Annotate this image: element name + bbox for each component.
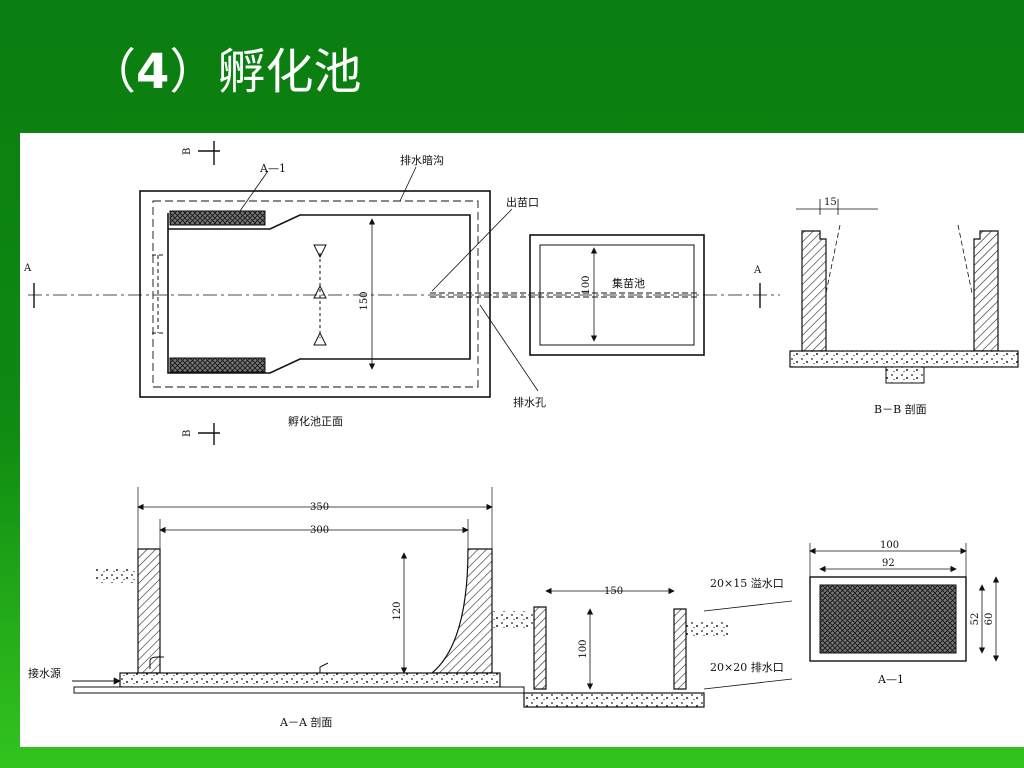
diagram-canvas: A—1 排水暗沟 出苗口 集苗池 排水孔 孵化池正面 150 100 A A B… <box>20 133 1024 747</box>
label-a1-top: A—1 <box>259 162 286 175</box>
label-section-aa: A－A 剖面 <box>279 715 332 729</box>
label-section-bb: B－B 剖面 <box>874 402 927 416</box>
dim-92: 92 <box>882 558 895 569</box>
dim-60: 60 <box>984 613 995 626</box>
plan-view <box>28 141 780 445</box>
marker-b-top: B <box>182 148 193 155</box>
dim-15: 15 <box>824 197 837 208</box>
engineering-drawing: A—1 排水暗沟 出苗口 集苗池 排水孔 孵化池正面 150 100 A A B… <box>23 141 1019 729</box>
dim-100-detail: 100 <box>880 540 899 551</box>
section-bb <box>789 199 1019 384</box>
label-overflow: 20×15 溢水口 <box>710 576 784 590</box>
section-aa <box>72 487 793 708</box>
dim-52: 52 <box>970 613 981 626</box>
dim-150-section: 150 <box>604 586 623 597</box>
dim-120: 120 <box>392 601 403 620</box>
marker-a-right: A <box>753 265 762 276</box>
collection-pool-plan <box>529 234 705 356</box>
label-drain-ditch: 排水暗沟 <box>400 153 444 167</box>
dim-150-plan: 150 <box>359 291 370 310</box>
marker-b-bottom: B <box>182 430 193 437</box>
dim-300: 300 <box>310 525 329 536</box>
label-drain-hole: 排水孔 <box>513 395 546 409</box>
label-collection-pool: 集苗池 <box>612 276 645 290</box>
slide-title: （4）孵化池 <box>88 44 362 100</box>
dim-100-plan: 100 <box>581 275 592 294</box>
dim-350: 350 <box>310 502 329 513</box>
a1-detail <box>809 543 1000 662</box>
dim-100-section: 100 <box>578 639 589 658</box>
marker-a-left: A <box>23 263 32 274</box>
label-drain-outlet: 20×20 排水口 <box>710 660 784 674</box>
label-front-view: 孵化池正面 <box>288 414 343 428</box>
label-a1-detail: A—1 <box>877 673 904 686</box>
label-water-source: 接水源 <box>28 666 61 680</box>
label-fry-outlet: 出苗口 <box>506 195 539 209</box>
